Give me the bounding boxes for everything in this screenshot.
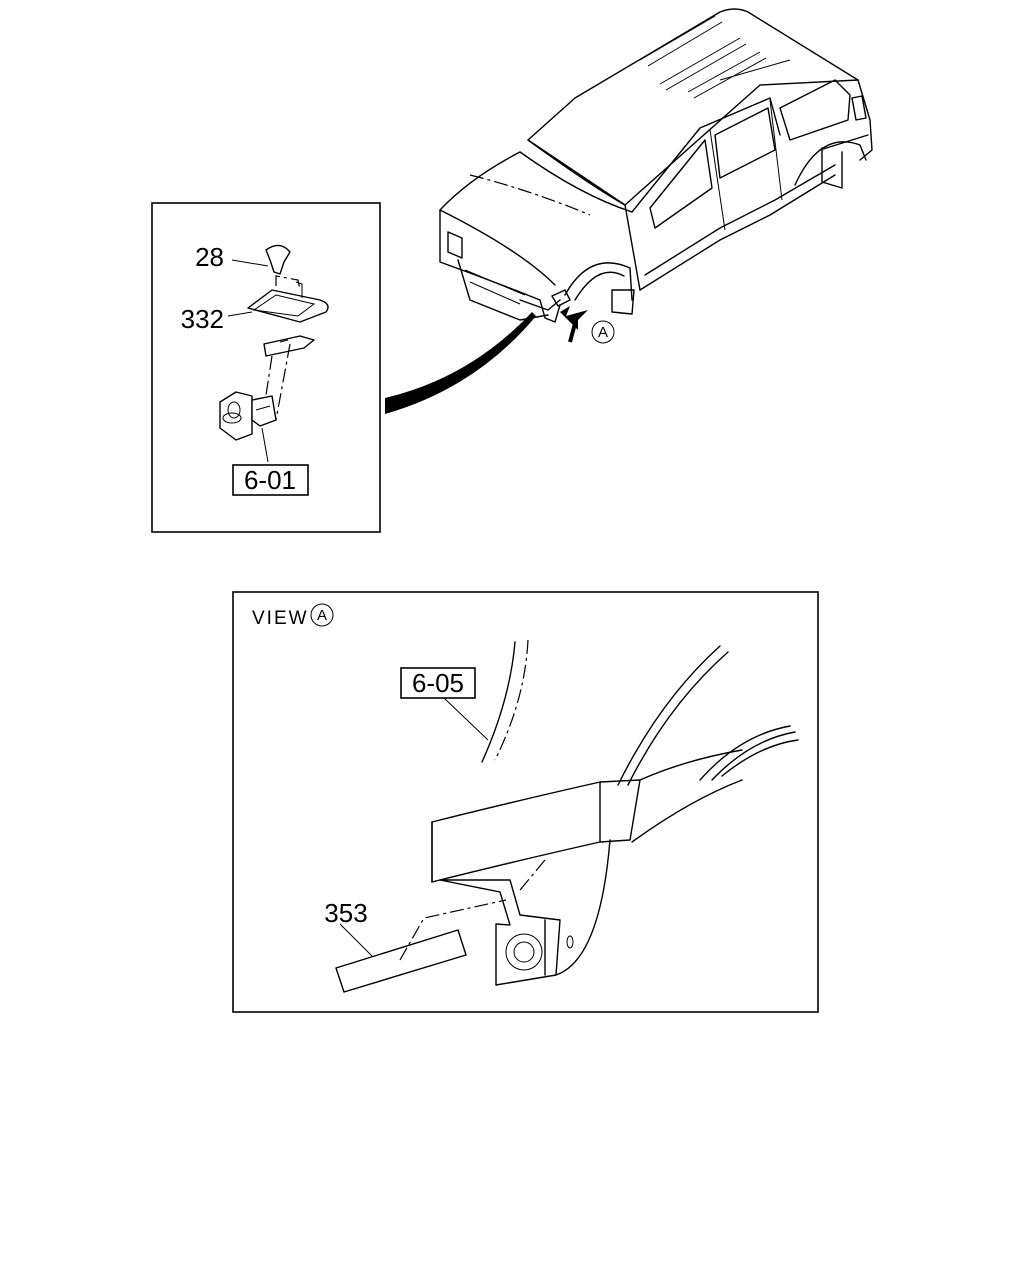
vehicle-illustration	[385, 8, 873, 414]
clip-part	[265, 244, 291, 275]
reference-6-05: 6-05	[412, 668, 464, 698]
callout-332: 332	[181, 304, 224, 334]
view-marker-letter: A	[598, 324, 608, 341]
pad-part	[335, 929, 467, 993]
view-a-box	[232, 591, 819, 1013]
callout-28: 28	[195, 242, 224, 272]
svg-text:A: A	[317, 607, 327, 624]
view-title: VIEW	[252, 608, 309, 629]
reference-6-01: 6-01	[244, 465, 296, 495]
callout-353: 353	[324, 898, 367, 928]
view-marker-a: A	[591, 320, 615, 344]
detail-box	[151, 202, 381, 533]
view-title-marker: A	[310, 603, 334, 627]
bracket-plate-part	[247, 289, 329, 323]
